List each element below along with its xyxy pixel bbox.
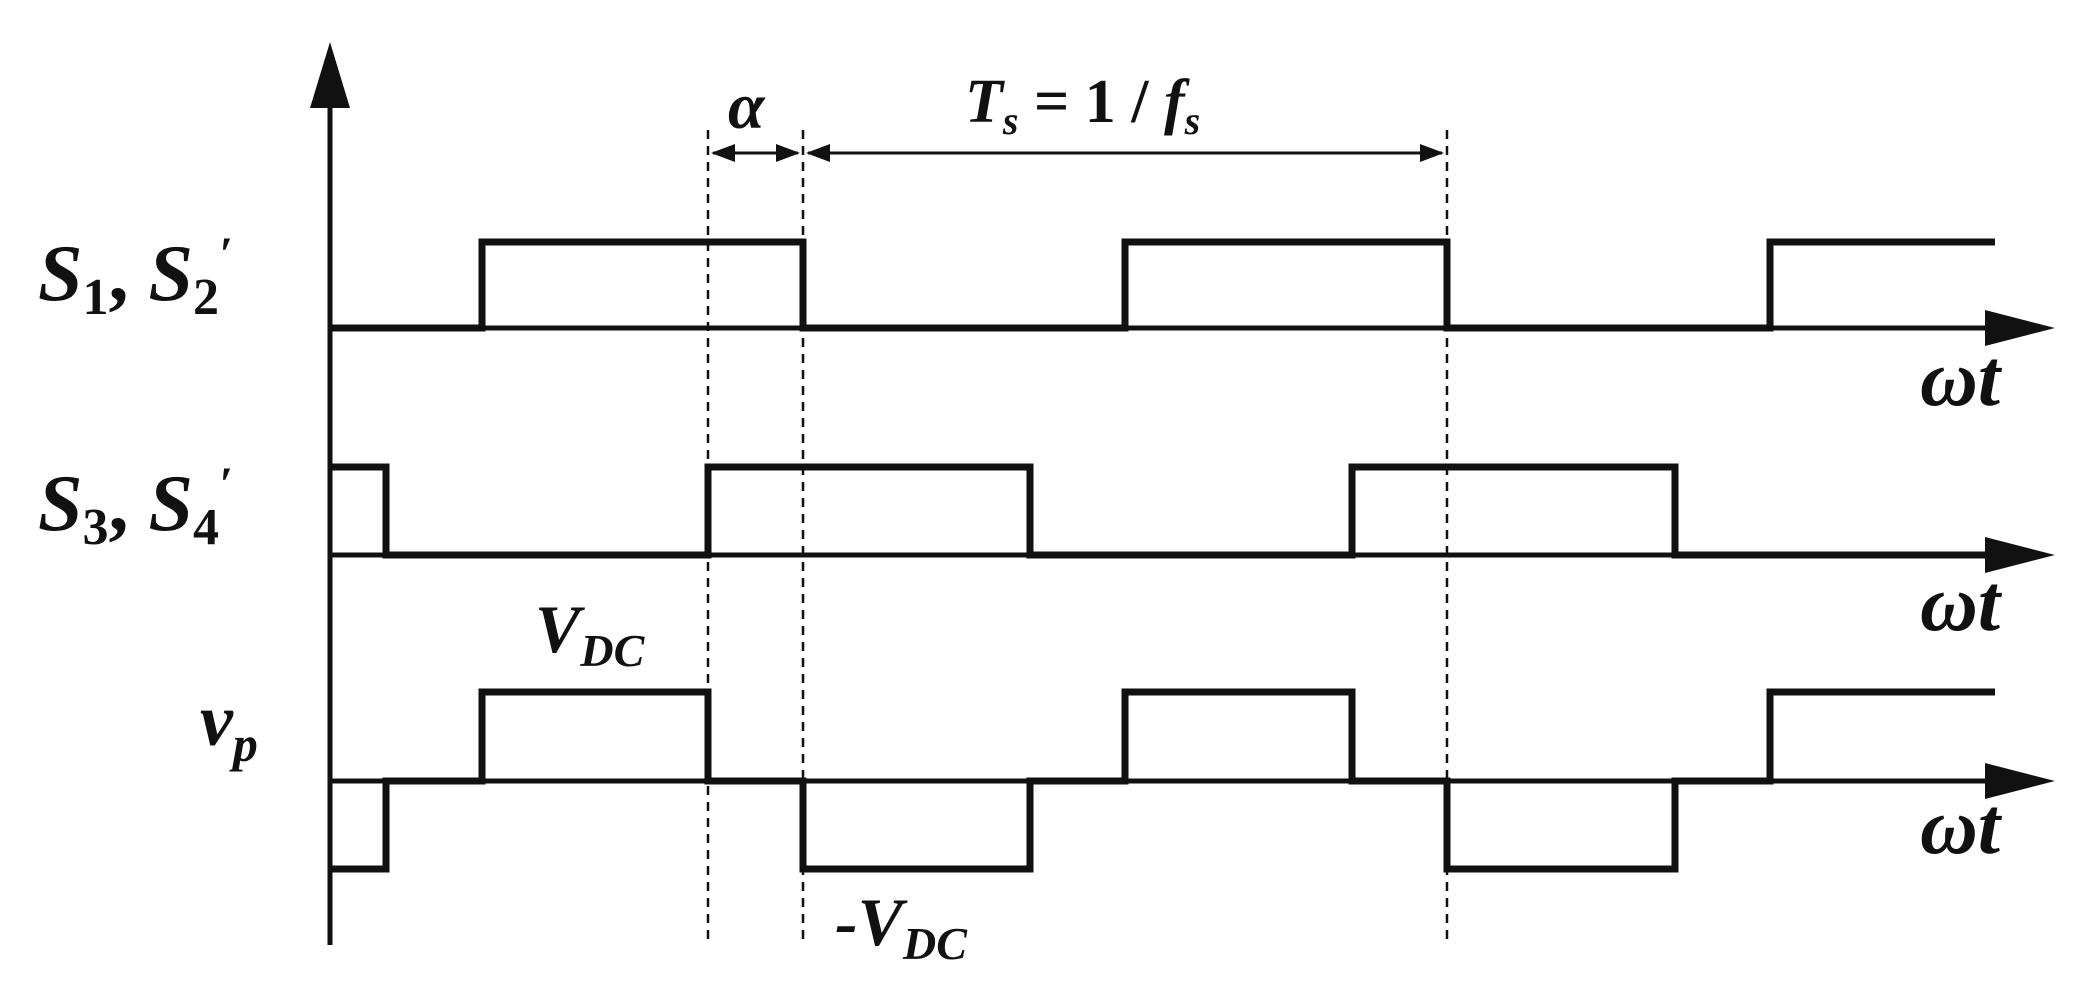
axis-label-wt-row3: ωt: [1920, 783, 2003, 871]
vdc-negative-label: -VDC: [835, 884, 968, 969]
vdc-positive-label: VDC: [535, 591, 646, 676]
waveform-s1-s2: [330, 238, 1995, 332]
period-label: Ts = 1 / fs: [965, 68, 1200, 143]
axis-row2-arrowhead: [1985, 537, 2055, 573]
axis-row3-arrowhead: [1985, 763, 2055, 799]
vertical-axis-arrowhead: [310, 42, 350, 108]
row-label-vp: vp: [200, 680, 258, 772]
axis-row1-arrowhead: [1985, 310, 2055, 346]
alpha-arrowhead-left: [711, 144, 735, 162]
row-label-s1-s2: S1, S2′: [38, 228, 233, 326]
row-label-s3-s4: S3, S4′: [38, 458, 233, 556]
period-arrowhead-right: [1420, 144, 1444, 162]
period-arrowhead-left: [806, 144, 830, 162]
waveform-vp: [330, 688, 1995, 873]
alpha-label: α: [728, 70, 766, 143]
axis-label-wt-row2: ωt: [1920, 560, 2003, 648]
alpha-arrowhead-right: [776, 144, 800, 162]
waveform-s3-s4: [330, 463, 1995, 559]
axis-label-wt-row1: ωt: [1920, 335, 2003, 423]
